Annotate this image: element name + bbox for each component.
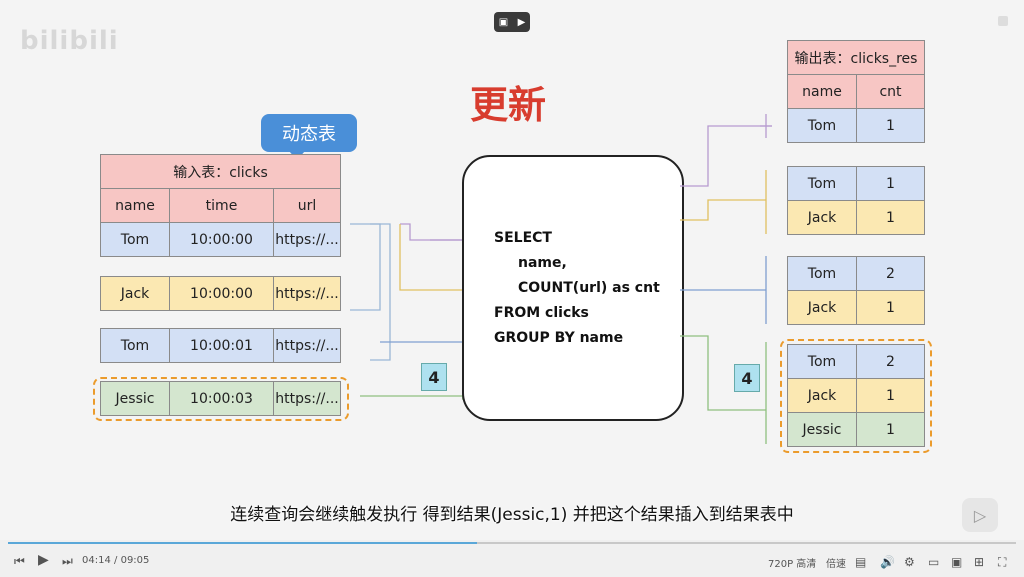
sql-line-count: COUNT(url) as cnt bbox=[518, 280, 660, 296]
tv-play-icon[interactable]: ▷ bbox=[962, 498, 998, 532]
table-cell: https://... bbox=[273, 276, 341, 311]
web-fullscreen-icon[interactable]: ⊞ bbox=[974, 555, 985, 569]
highlight-dashed-box bbox=[93, 377, 349, 421]
table-cell: 10:00:03 bbox=[169, 381, 274, 416]
table-cell: Tom bbox=[100, 328, 170, 363]
input-table: 输入表：clicks name time url Tom 10:00:00 ht… bbox=[100, 154, 341, 257]
table-cell: https://... bbox=[273, 328, 341, 363]
current-time: 04:14 bbox=[82, 555, 111, 566]
input-row-jack: Jack 10:00:00 https://... bbox=[100, 276, 341, 311]
info-icon[interactable] bbox=[998, 16, 1008, 26]
table-cell: Tom bbox=[787, 166, 857, 201]
output-highlight-dashed-box bbox=[780, 339, 932, 453]
speed-selector[interactable]: 倍速 bbox=[826, 559, 846, 570]
table-cell: Jack bbox=[787, 290, 857, 325]
volume-icon[interactable]: 🔊 bbox=[880, 555, 895, 569]
table-cell: 10:00:00 bbox=[169, 276, 274, 311]
bilibili-watermark: bilibili bbox=[20, 26, 119, 56]
pip-mode-icon[interactable]: ▭ bbox=[928, 555, 940, 569]
table-cell: 1 bbox=[856, 412, 925, 447]
table-cell: Tom bbox=[787, 256, 857, 291]
table-cell: 10:00:00 bbox=[169, 222, 274, 257]
table-cell: Tom bbox=[100, 222, 170, 257]
sql-line-select: SELECT bbox=[494, 230, 552, 246]
header-time: time bbox=[169, 188, 274, 223]
table-cell: Jessic bbox=[787, 412, 857, 447]
table-cell: 1 bbox=[856, 166, 925, 201]
sql-line-name: name, bbox=[518, 255, 567, 271]
dynamic-table-bubble: 动态表 bbox=[261, 114, 357, 160]
count-badge-left: 4 bbox=[421, 363, 447, 391]
player-control-bar bbox=[0, 540, 1024, 577]
input-row-jessic: Jessic 10:00:03 https://... bbox=[100, 381, 341, 416]
sql-line-from: FROM clicks bbox=[494, 305, 589, 321]
table-cell: 10:00:01 bbox=[169, 328, 274, 363]
table-cell: https://... bbox=[273, 222, 341, 257]
quality-selector[interactable]: 720P 高清 bbox=[768, 559, 817, 570]
table-cell: 2 bbox=[856, 256, 925, 291]
table-cell: Tom bbox=[787, 108, 857, 143]
input-row-tom: Tom 10:00:01 https://... bbox=[100, 328, 341, 363]
table-cell: https://... bbox=[273, 381, 341, 416]
input-table-caption: 输入表：clicks bbox=[100, 154, 341, 189]
count-badge-right: 4 bbox=[734, 364, 760, 392]
previous-icon[interactable]: ⏮ bbox=[14, 554, 25, 568]
fullscreen-icon[interactable]: ⛶ bbox=[998, 555, 1007, 569]
table-cell: 1 bbox=[856, 378, 925, 413]
sql-text: SELECT name, COUNT(url) as cnt FROM clic… bbox=[494, 226, 660, 351]
danmaku-icon[interactable]: ▤ bbox=[855, 555, 867, 569]
output-connectors bbox=[680, 114, 772, 444]
pip-icon[interactable]: ▣ bbox=[498, 16, 509, 28]
progress-fill bbox=[8, 542, 477, 544]
next-icon[interactable]: ⏭ bbox=[62, 554, 73, 568]
output-table-caption: 输出表：clicks_res bbox=[787, 40, 925, 75]
table-cell: 1 bbox=[856, 108, 925, 143]
input-connectors bbox=[350, 223, 468, 400]
table-cell: Jack bbox=[787, 378, 857, 413]
time-display: 04:14 / 09:05 bbox=[82, 555, 149, 566]
table-cell: 1 bbox=[856, 200, 925, 235]
play-icon[interactable]: ▶ bbox=[38, 552, 49, 568]
header-cnt: cnt bbox=[856, 74, 925, 109]
output-table: 输出表：clicks_res name cnt Tom 1 bbox=[787, 40, 925, 143]
table-cell: Jessic bbox=[100, 381, 170, 416]
header-name: name bbox=[100, 188, 170, 223]
top-player-controls[interactable]: ▣ ▶ bbox=[494, 12, 530, 32]
table-cell: Jack bbox=[787, 200, 857, 235]
progress-track[interactable] bbox=[8, 542, 1016, 544]
slide-title: 更新 bbox=[470, 83, 547, 127]
sql-query-box bbox=[462, 155, 684, 421]
video-subtitle: 连续查询会继续触发执行 得到结果(Jessic,1) 并把这个结果插入到结果表中 bbox=[230, 505, 794, 525]
sql-line-group: GROUP BY name bbox=[494, 330, 624, 346]
settings-icon[interactable]: ⚙ bbox=[904, 555, 915, 569]
header-name: name bbox=[787, 74, 857, 109]
fullscreen-toggle-icon[interactable]: ▶ bbox=[517, 16, 526, 28]
time-separator: / bbox=[114, 555, 118, 566]
table-cell: Jack bbox=[100, 276, 170, 311]
header-url: url bbox=[273, 188, 341, 223]
table-cell: Tom bbox=[787, 344, 857, 379]
duration: 09:05 bbox=[120, 555, 150, 566]
table-cell: 1 bbox=[856, 290, 925, 325]
table-cell: 2 bbox=[856, 344, 925, 379]
widescreen-icon[interactable]: ▣ bbox=[951, 555, 963, 569]
